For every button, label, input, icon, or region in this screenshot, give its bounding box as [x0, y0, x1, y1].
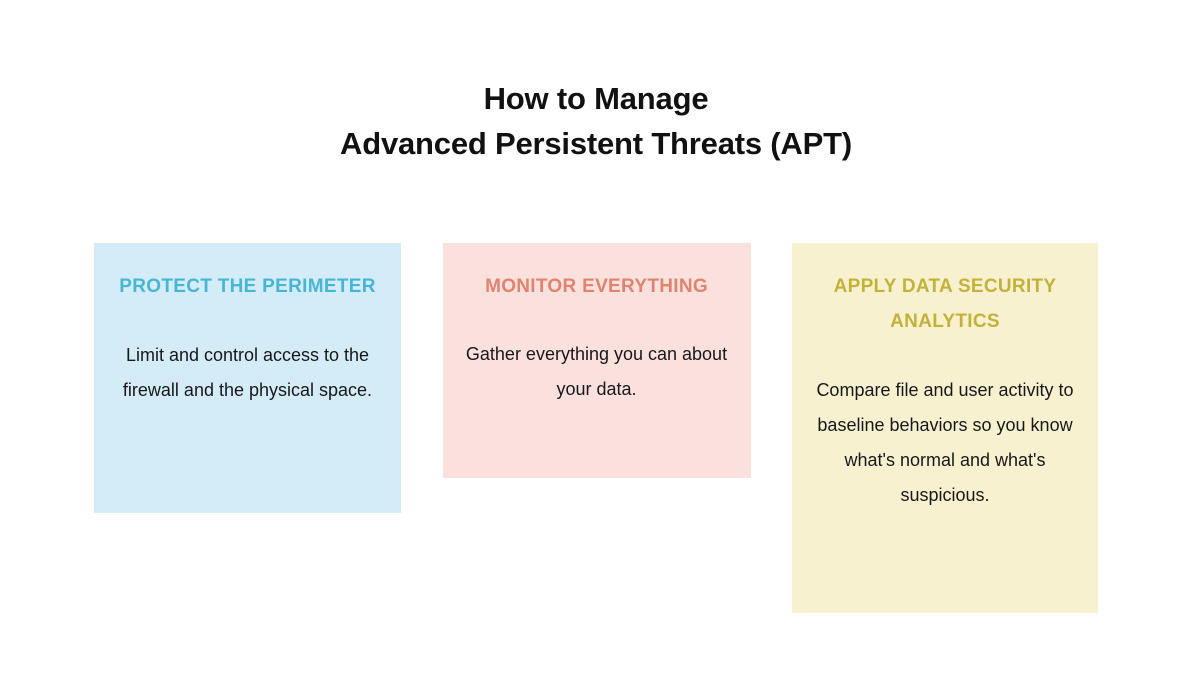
card-body-protect-the-perimeter: Limit and control access to the firewall…	[122, 345, 373, 400]
card-body-apply-data-security-analytics: Compare file and user activity to baseli…	[816, 380, 1074, 505]
card-monitor-everything: MONITOR EVERYTHING Gather everything you…	[442, 243, 751, 478]
card-heading-protect-the-perimeter: PROTECT THE PERIMETER	[119, 276, 376, 297]
page-title-line-2: Advanced Persistent Threats (APT)	[340, 126, 852, 161]
card-protect-the-perimeter: PROTECT THE PERIMETER Limit and control …	[94, 243, 401, 513]
card-apply-data-security-analytics: APPLY DATA SECURITY ANALYTICS Compare fi…	[792, 243, 1098, 613]
cards-row: PROTECT THE PERIMETER Limit and control …	[94, 243, 1098, 613]
card-heading-apply-data-security-analytics: APPLY DATA SECURITY ANALYTICS	[833, 276, 1057, 332]
page-title: How to Manage Advanced Persistent Threat…	[0, 76, 1192, 166]
card-heading-monitor-everything: MONITOR EVERYTHING	[485, 276, 708, 297]
card-body-monitor-everything: Gather everything you can about your dat…	[465, 344, 728, 399]
page-title-line-1: How to Manage	[483, 81, 709, 116]
